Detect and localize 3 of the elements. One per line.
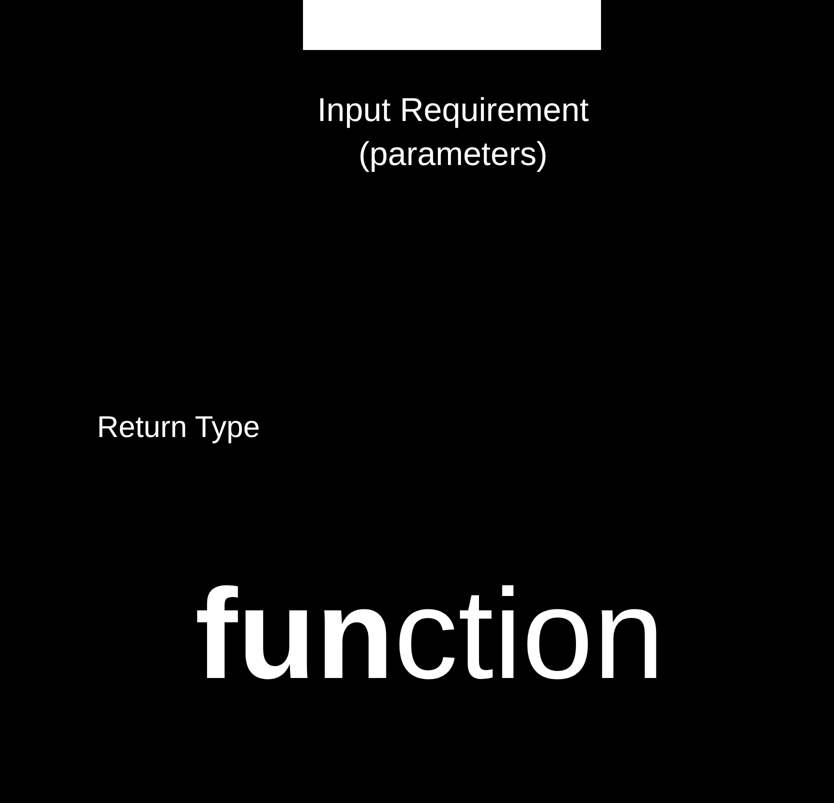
function-title: function (195, 562, 664, 708)
return-type-label: Return Type (97, 410, 260, 446)
input-label: Input Requirement (parameters) (316, 90, 590, 174)
